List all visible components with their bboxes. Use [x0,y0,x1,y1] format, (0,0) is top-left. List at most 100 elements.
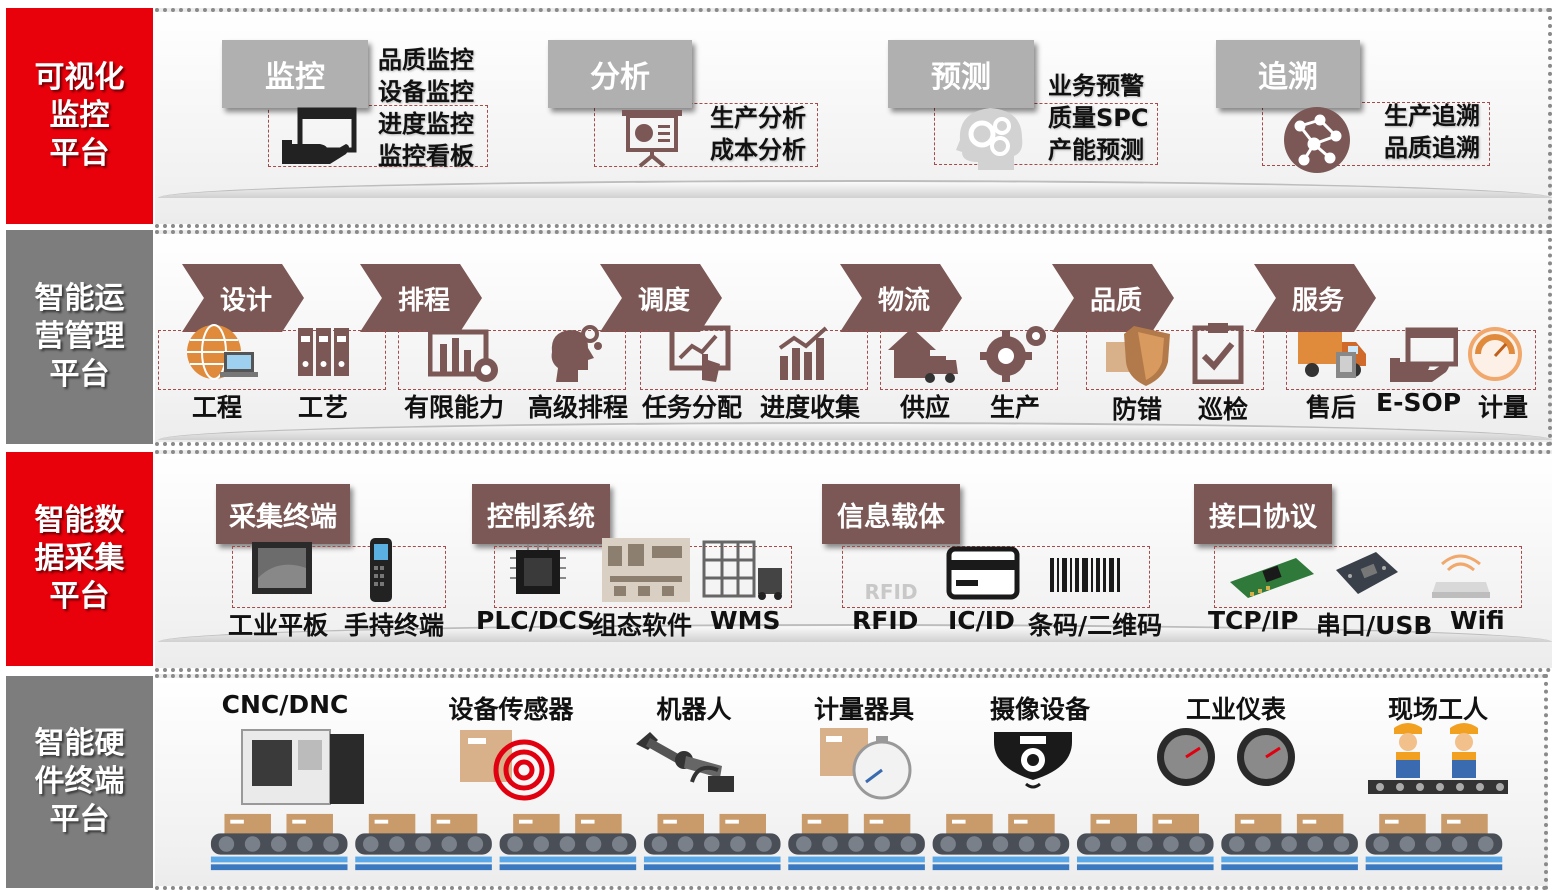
layer-visual-monitoring: 可视化监控平台 监控 品质监控 设备监控 进度监控 监控看板 分析 生产分析 成… [0,0,1552,228]
touch-screen-icon [669,325,731,382]
wifi-router-icon [1432,554,1490,598]
conveyor-roller [441,836,457,852]
checklist-icon [1192,323,1244,384]
workers-icon [1368,723,1508,794]
capacity-chart-icon [428,329,498,382]
scada-screen-icon [602,538,690,602]
ops-item-finite-capacity: 有限能力 [404,393,505,422]
conveyor-roller [1478,836,1494,852]
conveyor-roller [1189,836,1205,852]
robot-arm-icon [636,732,734,792]
layer-label-line: 件终端 [34,764,125,799]
conveyor-roller [677,836,694,852]
ops-item-task-assignment: 任务分配 [642,393,743,422]
ops-item-metering: 计量 [1478,393,1529,422]
group-item: 监控看板 [378,142,474,170]
network-card-icon [1230,558,1314,598]
data-item-ic-id: IC/ID [948,606,1015,635]
hand-screen-icon [1390,327,1458,382]
conveyor-roller [244,836,261,852]
conveyor-roller [651,836,668,852]
conveyor-roller [940,836,956,852]
hw-item-camera: 摄像设备 [989,695,1091,724]
layer-label-line: 平台 [49,579,110,614]
conveyor-roller [467,836,484,852]
camera-icon [994,732,1072,789]
layer-label-line: 平台 [49,136,110,171]
conveyor-roller [218,836,235,852]
group-item: 生产追溯 [1384,102,1480,130]
conveyor-roller [1163,836,1179,852]
conveyor-segment [932,813,1070,871]
group-frame [1214,546,1522,608]
ops-item-esop: E-SOP [1376,388,1462,417]
data-item-barcode: 条码/二维码 [1028,611,1163,640]
layer-label-hardware: 智能硬件终端平台 [6,676,153,888]
layer-label-line: 营管理 [34,319,125,354]
conveyor-segment [210,813,348,871]
conveyor-roller [848,836,864,852]
data-item-industrial-tablet: 工业平板 [228,611,329,640]
group-frame [1262,102,1490,166]
layer-data-collection: 智能数据采集平台 采集终端 控制系统 信息载体 接口协议 RFID [0,448,1552,672]
conveyor-roller [533,836,549,852]
conveyor-roller [415,836,431,852]
barcode-icon [1050,558,1120,592]
group-frame [594,103,818,167]
data-item-serial-usb: 串口/USB [1316,611,1433,640]
layer-label-line: 智能硬 [34,726,125,761]
ops-item-after-sales: 售后 [1306,393,1357,422]
ops-item-progress-collection: 进度收集 [760,393,861,422]
handheld-terminal-icon [370,538,392,602]
conveyor-roller [297,836,313,852]
brain-gears-icon [956,108,1023,170]
conveyor-roller [389,836,405,852]
growth-chart-icon [778,326,828,380]
panel-base [158,624,1552,642]
conveyor-roller [1137,836,1153,852]
conveyor-belt [210,813,1503,871]
conveyor-roller [507,836,523,852]
group-frame [232,546,446,608]
globe-computer-icon [187,324,258,380]
conveyor-segment [1221,813,1358,871]
conveyor-segment [643,813,781,871]
group-title-carriers: 信息载体 [822,484,960,544]
conveyor-roller [992,836,1009,852]
group-items-forecast: 业务预警 质量SPC 产能预测 [1048,70,1149,166]
conveyor-roller [822,836,838,852]
data-item-wifi: Wifi [1450,606,1505,635]
network-node-icon [1284,107,1350,173]
ops-item-advanced-scheduling: 高级排程 [528,393,629,422]
group-item: 成本分析 [710,136,806,164]
layer-label-operations: 智能运营管理平台 [6,230,153,444]
ops-item-inspection: 巡检 [1198,395,1249,424]
group-title-monitor: 监控 [222,40,368,108]
conveyor-roller [270,836,287,852]
ops-item-process: 工艺 [298,393,349,422]
industrial-tablet-icon [252,542,312,594]
serial-usb-module-icon [1336,552,1398,594]
warehouse-shelf-icon [702,540,782,600]
card-icon [946,546,1020,600]
group-item: 产能预测 [1048,136,1144,164]
data-item-tcp-ip: TCP/IP [1208,606,1299,635]
head-gears-icon [551,325,602,382]
conveyor-roller [756,836,772,852]
group-items-analysis: 生产分析 成本分析 [710,102,806,166]
conveyor-roller [1451,836,1468,852]
conveyor-roller [559,836,576,852]
layer-label-line: 平台 [49,357,110,392]
group-title-terminals: 采集终端 [216,484,350,544]
panel-base [158,180,1552,198]
layer-operations: 智能运营管理平台 设计 排程 调度 物流 品质 服务 [0,226,1552,446]
group-items-monitor: 品质监控 设备监控 进度监控 监控看板 [378,44,474,172]
conveyor-segment [788,813,925,871]
conveyor-roller [611,836,628,852]
house-truck-icon [888,328,958,383]
conveyor-roller [585,836,602,852]
sensor-icon [460,730,555,801]
panel-base [158,422,1552,440]
layer-label-line: 智能运 [34,281,125,316]
conveyor-segment [499,813,637,871]
